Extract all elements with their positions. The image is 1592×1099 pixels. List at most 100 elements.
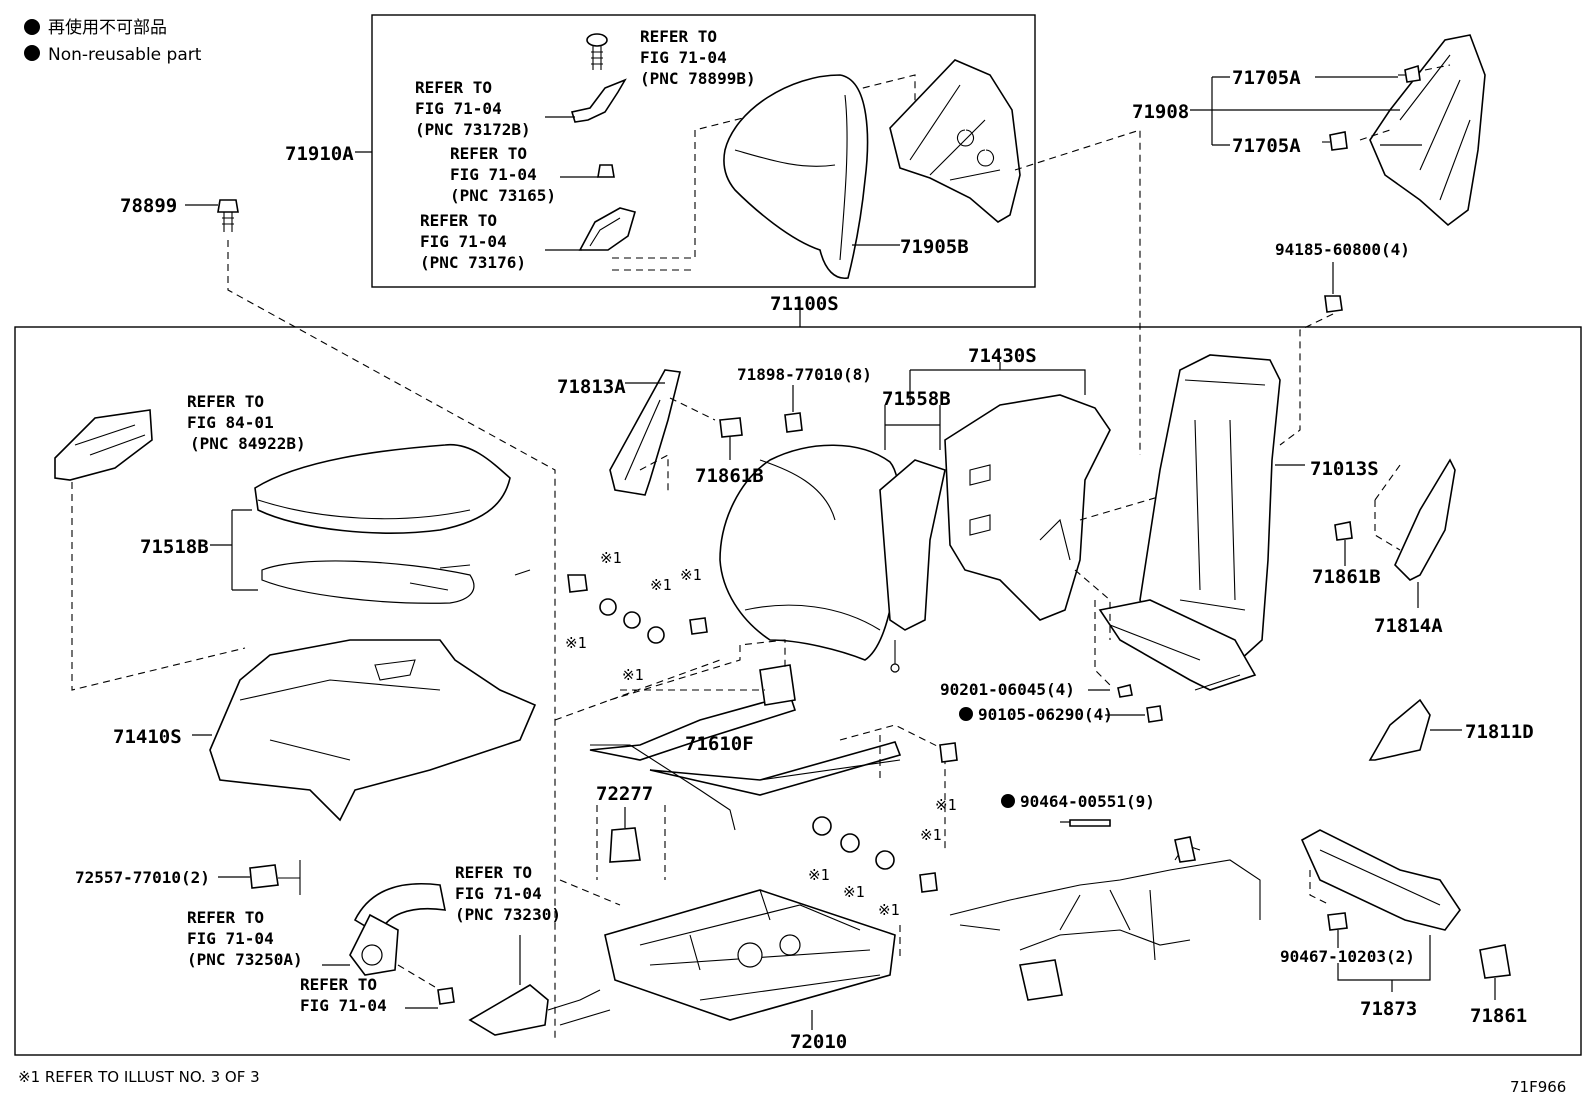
nut-icon (1324, 295, 1343, 313)
clip-icon (1322, 131, 1348, 151)
note-mark: ※1 (680, 566, 702, 584)
clip-icon (1398, 64, 1421, 83)
seat-cushion-frame-71410S (209, 639, 537, 822)
note-mark: ※1 (565, 634, 587, 652)
bolt-icon (567, 574, 588, 593)
track-group (554, 574, 958, 893)
note-mark: ※1 (935, 796, 957, 814)
non-reusable-dot-icon (24, 45, 40, 61)
nut-94185 (1279, 262, 1343, 446)
nut-icon (647, 626, 665, 644)
part-labels: 71910A 78899 71905B 71908 71705A 71705A … (75, 67, 1534, 1053)
part-label: 71908 (1132, 101, 1189, 123)
refer-note-line: FIG 71-04 (300, 996, 387, 1015)
part-label: 90105-06290(4) (978, 705, 1113, 724)
seatback-group (719, 362, 1251, 673)
seat-cushion-pad (254, 443, 511, 534)
refer-note-line: REFER TO (300, 975, 377, 994)
note-mark: ※1 (920, 826, 942, 844)
clip-71861B (719, 417, 743, 438)
nut-90201 (1117, 684, 1133, 698)
connector-icon (1174, 836, 1196, 863)
refer-note-line: REFER TO (187, 908, 264, 927)
part-label: 71811D (1465, 721, 1534, 743)
seat-assembly-frame (14, 326, 1582, 1056)
seatback-pad-71558B (879, 459, 946, 631)
bolt-icon (919, 872, 938, 893)
part-label: 71861 (1470, 1005, 1527, 1027)
refer-note-line: FIG 71-04 (640, 48, 727, 67)
note-mark: ※1 (878, 901, 900, 919)
part-label: 71410S (113, 726, 182, 748)
legend-japanese: 再使用不可部品 (48, 17, 167, 38)
screw-78899 (185, 199, 556, 1040)
bolt-icon (939, 742, 958, 763)
seatback-cover-71430S (944, 394, 1111, 621)
refer-note-line: FIG 71-04 (187, 929, 274, 948)
footnote: ※1 REFER TO ILLUST NO. 3 OF 3 (18, 1068, 260, 1086)
part-label: 72277 (596, 783, 653, 805)
refer-note-line: REFER TO (415, 78, 492, 97)
refer-note-line: FIG 84-01 (187, 413, 274, 432)
clip-71898 (784, 412, 803, 433)
part-label: 71610F (685, 733, 754, 755)
bracket-icon (759, 664, 796, 706)
refer-note-line: REFER TO (450, 144, 527, 163)
refer-note-line: (PNC 73165) (450, 186, 556, 205)
refer-note-line: REFER TO (187, 392, 264, 411)
part-label: 71705A (1232, 135, 1301, 157)
refer-note-line: (PNC 73230) (455, 905, 561, 924)
part-label: 71558B (882, 388, 951, 410)
part-label: 90201-06045(4) (940, 680, 1075, 699)
part-label: 71861B (695, 465, 764, 487)
note-marks: ※1 ※1 ※1 ※1 ※1 ※1 ※1 ※1 ※1 ※1 (565, 549, 957, 919)
seat-cushion-group (54, 409, 537, 822)
recliner-base (1098, 599, 1257, 691)
refer-note-line: REFER TO (455, 863, 532, 882)
part-label: 71814A (1374, 615, 1443, 637)
bolt-90105 (1146, 705, 1163, 723)
non-reusable-dot-icon (24, 19, 40, 35)
part-label: 71518B (140, 536, 209, 558)
refer-notes: REFER TO FIG 71-04 (PNC 78899B) REFER TO… (187, 27, 756, 1015)
part-label: 71898-77010(8) (737, 365, 872, 384)
tie-band-icon (1069, 819, 1111, 827)
bolt-icon (437, 987, 455, 1005)
refer-note-line: REFER TO (640, 27, 717, 46)
wire-harness-group (949, 569, 1261, 1001)
refer-note-line: FIG 71-04 (415, 99, 502, 118)
clip-71861 (1479, 944, 1511, 979)
note-mark: ※1 (808, 866, 830, 884)
side-cover-shell (1369, 34, 1486, 227)
trim-panel-71811D (1368, 698, 1431, 761)
connector-icon (1019, 959, 1063, 1001)
bracket-icon (570, 78, 627, 123)
refer-note-line: FIG 71-04 (450, 165, 537, 184)
adjuster-rail-upper (589, 694, 797, 761)
bracket-72277 (609, 827, 641, 863)
nut-icon (840, 833, 860, 853)
refer-note-line: (PNC 73176) (420, 253, 526, 272)
headrest-group (545, 33, 1141, 455)
part-label: 71013S (1310, 458, 1379, 480)
note-mark: ※1 (622, 666, 644, 684)
refer-note-line: (PNC 73172B) (415, 120, 531, 139)
lower-left-group (218, 860, 611, 1036)
side-cover-71908 (1190, 34, 1486, 227)
note-mark: ※1 (600, 549, 622, 567)
seat-belt-buckle (468, 984, 549, 1036)
part-label: 71873 (1360, 998, 1417, 1020)
legend-english: Non-reusable part (48, 45, 202, 65)
headrest-pad-71905B (723, 74, 869, 279)
headrest-group-frame (371, 14, 1036, 288)
note-mark: ※1 (843, 883, 865, 901)
trim-panel-71814A (1394, 458, 1456, 581)
refer-note-line: FIG 71-04 (420, 232, 507, 251)
part-label: 94185-60800(4) (1275, 240, 1410, 259)
clip-icon (597, 164, 615, 178)
figure-code: 71F966 (1510, 1078, 1566, 1096)
part-label: 71910A (285, 143, 354, 165)
refer-note-line: (PNC 84922B) (190, 434, 306, 453)
